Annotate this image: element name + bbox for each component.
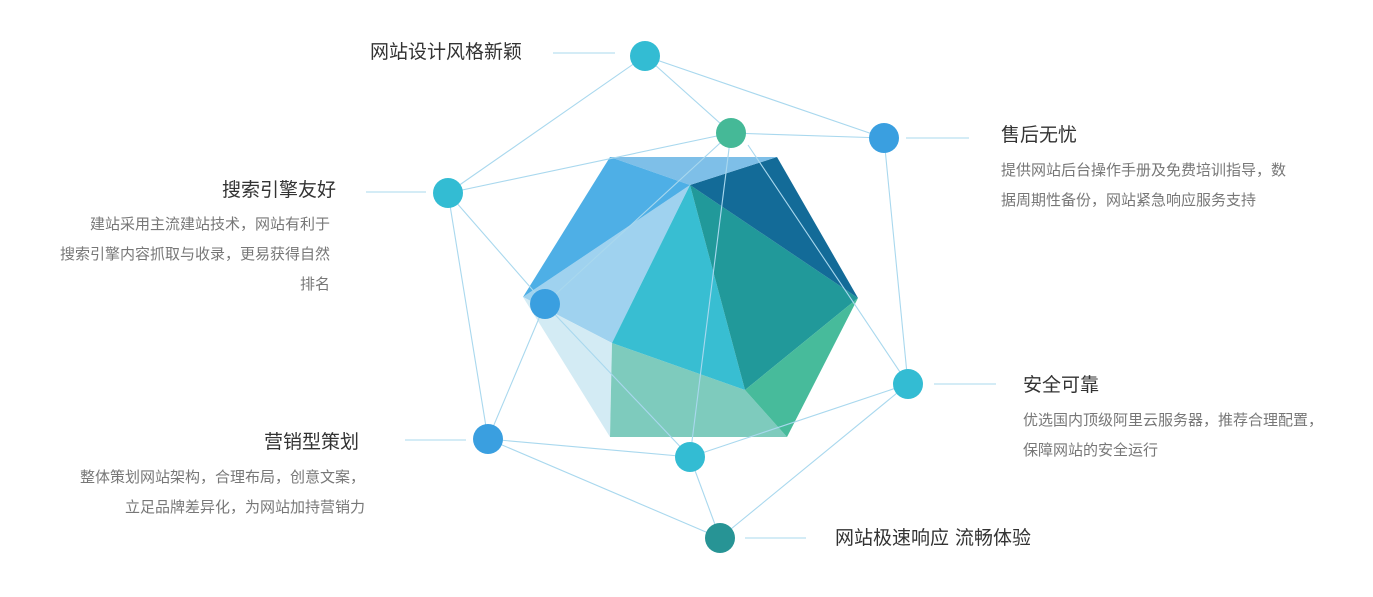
- connector-lines: [447, 55, 909, 539]
- label-speed: 网站极速响应 流畅体验: [835, 527, 1032, 549]
- desc-seo-line-3: 排名: [299, 275, 330, 293]
- node-design: [630, 41, 660, 71]
- poly-facet-teal: [690, 185, 858, 390]
- node-security: [893, 369, 923, 399]
- desc-security-line-2: 保障网站的安全运行: [1023, 441, 1159, 459]
- poly-facet-cyan: [612, 185, 745, 390]
- desc-aftersale-line-2: 据周期性备份，网站紧急响应服务支持: [1001, 191, 1257, 209]
- desc-security: 优选国内顶级阿里云服务器，推荐合理配置， 保障网站的安全运行: [1023, 405, 1323, 465]
- poly-facet-blue: [523, 157, 690, 297]
- node-top-inner: [716, 118, 746, 148]
- node-speed: [705, 523, 735, 553]
- desc-seo: 建站采用主流建站技术，网站有利于 搜索引擎内容抓取与收录，更易获得自然 排名: [60, 209, 330, 299]
- desc-marketing: 整体策划网站架构，合理布局，创意文案， 立足品牌差异化，为网站加持营销力: [80, 462, 365, 522]
- label-security: 安全可靠: [1023, 374, 1100, 396]
- desc-aftersale: 提供网站后台操作手册及免费培训指导，数 据周期性备份，网站紧急响应服务支持: [1001, 155, 1286, 215]
- desc-marketing-line-1: 整体策划网站架构，合理布局，创意文案，: [79, 468, 365, 486]
- node-left-inner: [530, 289, 560, 319]
- poly-facet-top-light: [610, 157, 777, 185]
- desc-aftersale-line-1: 提供网站后台操作手册及免费培训指导，数: [1001, 161, 1287, 179]
- node-aftersale: [869, 123, 899, 153]
- poly-facet-lightblue: [523, 185, 690, 343]
- node-bottom-inner: [675, 442, 705, 472]
- label-leaders: [366, 52, 996, 539]
- poly-facet-green: [745, 298, 858, 437]
- label-marketing: 营销型策划: [264, 431, 360, 453]
- nodes: [433, 41, 923, 553]
- poly-facet-navy: [690, 157, 858, 298]
- node-seo: [433, 178, 463, 208]
- desc-security-line-1: 优选国内顶级阿里云服务器，推荐合理配置，: [1023, 411, 1324, 429]
- label-design: 网站设计风格新颖: [370, 41, 523, 63]
- central-polyhedron: [523, 157, 858, 437]
- node-marketing: [473, 424, 503, 454]
- poly-facet-pale-bottom: [523, 297, 612, 437]
- desc-seo-line-1: 建站采用主流建站技术，网站有利于: [89, 215, 330, 233]
- label-seo: 搜索引擎友好: [222, 179, 337, 201]
- label-aftersale: 售后无忧: [1001, 124, 1078, 146]
- desc-seo-line-2: 搜索引擎内容抓取与收录，更易获得自然: [59, 245, 330, 263]
- desc-marketing-line-2: 立足品牌差异化，为网站加持营销力: [124, 498, 365, 516]
